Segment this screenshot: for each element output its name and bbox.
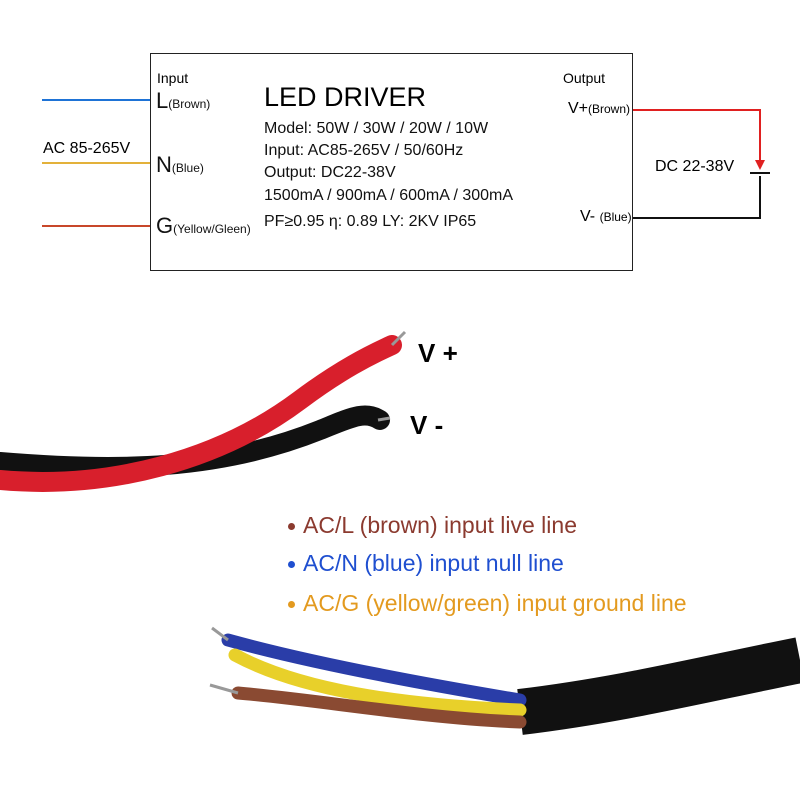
bullet-icon (288, 561, 295, 569)
legend-ground: AC/G (yellow/green) input ground line (288, 590, 687, 617)
spec-output: Output: DC22-38V (264, 164, 396, 181)
spec-current: 1500mA / 900mA / 600mA / 300mA (264, 187, 514, 204)
ac-cable-photo (209, 626, 800, 735)
spec-model: Model: 50W / 30W / 20W / 10W (264, 120, 489, 137)
legend-live: AC/L (brown) input live line (288, 512, 577, 539)
legend-neutral: AC/N (blue) input null line (288, 550, 564, 577)
pin-g: G(Yellow/Gleen) (156, 213, 251, 238)
pin-l: L(Brown) (156, 88, 211, 113)
output-wire-negative (633, 176, 761, 219)
bullet-icon (288, 523, 295, 531)
input-label: Input (157, 70, 189, 86)
driver-title: LED DRIVER (264, 82, 427, 112)
bullet-icon (288, 601, 295, 609)
output-wire-positive (633, 109, 761, 163)
dc-range-label: DC 22-38V (655, 158, 735, 175)
ac-range-label: AC 85-265V (43, 140, 131, 157)
dc-cable-photo (0, 330, 407, 492)
output-label: Output (563, 70, 606, 86)
vminus-label: V - (410, 410, 444, 440)
pin-n: N(Blue) (156, 152, 204, 177)
pin-vplus: V+(Brown) (568, 100, 631, 117)
vplus-label: V + (418, 338, 458, 368)
pin-vminus: V- (Blue) (580, 208, 632, 225)
spec-efficiency: PF≥0.95 η: 0.89 LY: 2KV IP65 (264, 213, 477, 230)
led-driver-box (150, 53, 633, 271)
spec-input: Input: AC85-265V / 50/60Hz (264, 142, 464, 159)
arrowhead-icon (755, 160, 765, 170)
